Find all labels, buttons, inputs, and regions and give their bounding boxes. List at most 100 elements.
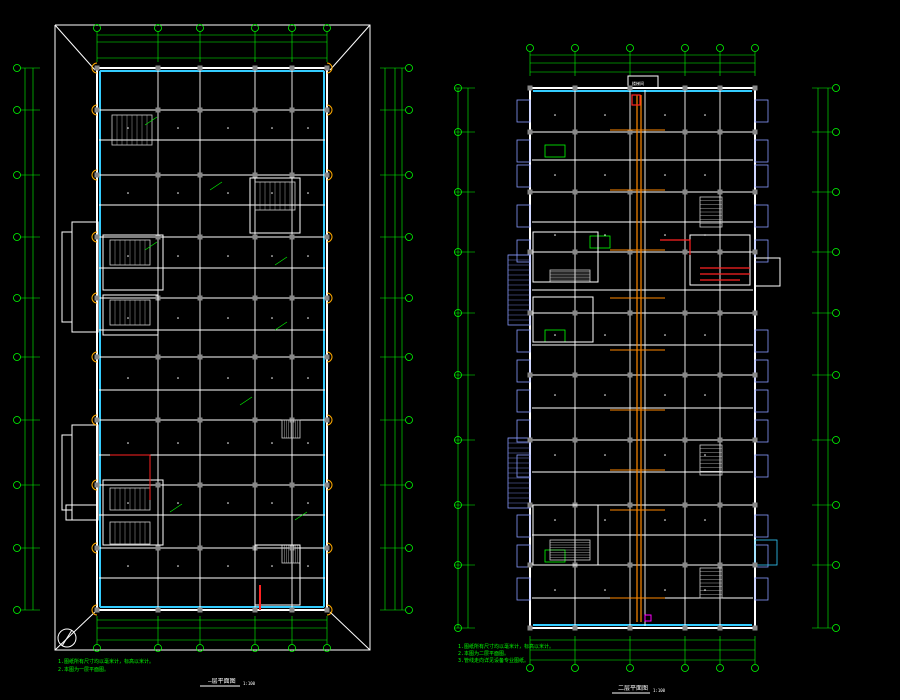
- axis-bubble: [13, 294, 21, 302]
- room-tag-dot: [554, 454, 556, 456]
- door-swing: [91, 104, 98, 116]
- axis-bubble: [154, 644, 162, 652]
- room-tag: 楼梯间: [632, 80, 644, 86]
- structural-column: [94, 607, 100, 613]
- leader-line: [169, 503, 183, 513]
- drawing-title: 二层平面图 1:100: [612, 685, 666, 694]
- annex-rooms: [61, 221, 99, 521]
- fixture: [544, 144, 566, 158]
- door-swing: [326, 542, 333, 554]
- room-tag-dot: [664, 519, 666, 521]
- bay-window: [516, 359, 531, 383]
- pipe-branches: [610, 129, 665, 599]
- structural-column: [289, 545, 295, 551]
- structural-column: [527, 189, 533, 195]
- interior-partitions: [527, 85, 758, 631]
- structural-column: [682, 310, 688, 316]
- axis-bubble: [323, 24, 331, 32]
- structural-column: [324, 295, 330, 301]
- bay-window: [754, 454, 769, 478]
- axis-bubble: [13, 233, 21, 241]
- leader-line: [294, 511, 308, 521]
- room-tag-dot: [554, 334, 556, 336]
- bay-window: [754, 329, 769, 353]
- axis-bubble: [832, 436, 840, 444]
- structural-column: [252, 295, 258, 301]
- bay-window: [516, 139, 531, 163]
- structural-column: [527, 372, 533, 378]
- orange-pipe: [636, 95, 642, 622]
- axis-bubble: [832, 561, 840, 569]
- room-tag-dot: [704, 454, 706, 456]
- axis-bubble: [13, 171, 21, 179]
- structural-column: [627, 249, 633, 255]
- structural-column: [94, 107, 100, 113]
- leader-line: [144, 116, 158, 126]
- structural-column: [197, 107, 203, 113]
- note-line: 1.图纸所有尺寸均以毫米计，标高以米计。: [458, 643, 554, 650]
- axis-bubble: [571, 44, 579, 52]
- structural-column: [197, 234, 203, 240]
- axis-bubble: [526, 44, 534, 52]
- room-tag-dot: [227, 192, 229, 194]
- exterior-walls: [96, 67, 328, 611]
- service-rooms: [532, 231, 781, 566]
- bay-window: [516, 514, 531, 538]
- structural-column: [527, 437, 533, 443]
- axis-bubble: [13, 64, 21, 72]
- axis-bubble: [454, 188, 462, 196]
- structural-column: [627, 372, 633, 378]
- room-tag-dot: [227, 377, 229, 379]
- axis-bubble: [405, 606, 413, 614]
- structural-column: [197, 607, 203, 613]
- north-arrow-icon: [57, 628, 77, 648]
- door-swing: [326, 604, 333, 616]
- axis-bubble: [13, 416, 21, 424]
- structural-column: [527, 85, 533, 91]
- drawing-title: —层平面图 1:100: [200, 678, 256, 687]
- dimension-lines: [454, 44, 840, 672]
- structural-column: [717, 437, 723, 443]
- room-tag-dot: [127, 502, 129, 504]
- structural-column: [527, 562, 533, 568]
- axis-bubble: [288, 644, 296, 652]
- axis-bubble: [454, 436, 462, 444]
- door-swing: [91, 292, 98, 304]
- axis-bubble: [454, 84, 462, 92]
- room-tag-dot: [664, 394, 666, 396]
- axis-bubble: [288, 24, 296, 32]
- bay-window: [516, 419, 531, 443]
- bay-window: [754, 419, 769, 443]
- right-floor-plan: 楼梯间 1.图纸: [454, 44, 840, 694]
- structural-column: [94, 354, 100, 360]
- structural-column: [627, 502, 633, 508]
- structural-column: [627, 562, 633, 568]
- structural-column: [324, 482, 330, 488]
- axis-bubble: [251, 644, 259, 652]
- structural-column: [627, 437, 633, 443]
- structural-column: [682, 562, 688, 568]
- left-floor-plan: 1.图纸所有尺寸均以毫米计，标高以米计。 2.本图为一层平面图。 —层平面图 1…: [13, 24, 413, 687]
- axis-bubble: [832, 84, 840, 92]
- room-tag-dot: [604, 174, 606, 176]
- room-tag-dot: [664, 454, 666, 456]
- room-tag-dot: [704, 394, 706, 396]
- room-tag-dot: [177, 317, 179, 319]
- structural-column: [289, 65, 295, 71]
- structural-column: [752, 562, 758, 568]
- structural-column: [527, 502, 533, 508]
- room-tag-dot: [704, 114, 706, 116]
- structural-column: [155, 607, 161, 613]
- axis-bubble: [196, 24, 204, 32]
- room-tag-dot: [271, 317, 273, 319]
- room-tag-dot: [704, 174, 706, 176]
- axis-bubble: [681, 664, 689, 672]
- room-tag-dot: [604, 454, 606, 456]
- door-swing: [91, 542, 98, 554]
- axis-bubble: [716, 664, 724, 672]
- roof-outline: [54, 24, 371, 651]
- axis-bubble: [626, 44, 634, 52]
- room-tag-dot: [554, 519, 556, 521]
- leader-line: [274, 321, 288, 331]
- structural-column: [752, 372, 758, 378]
